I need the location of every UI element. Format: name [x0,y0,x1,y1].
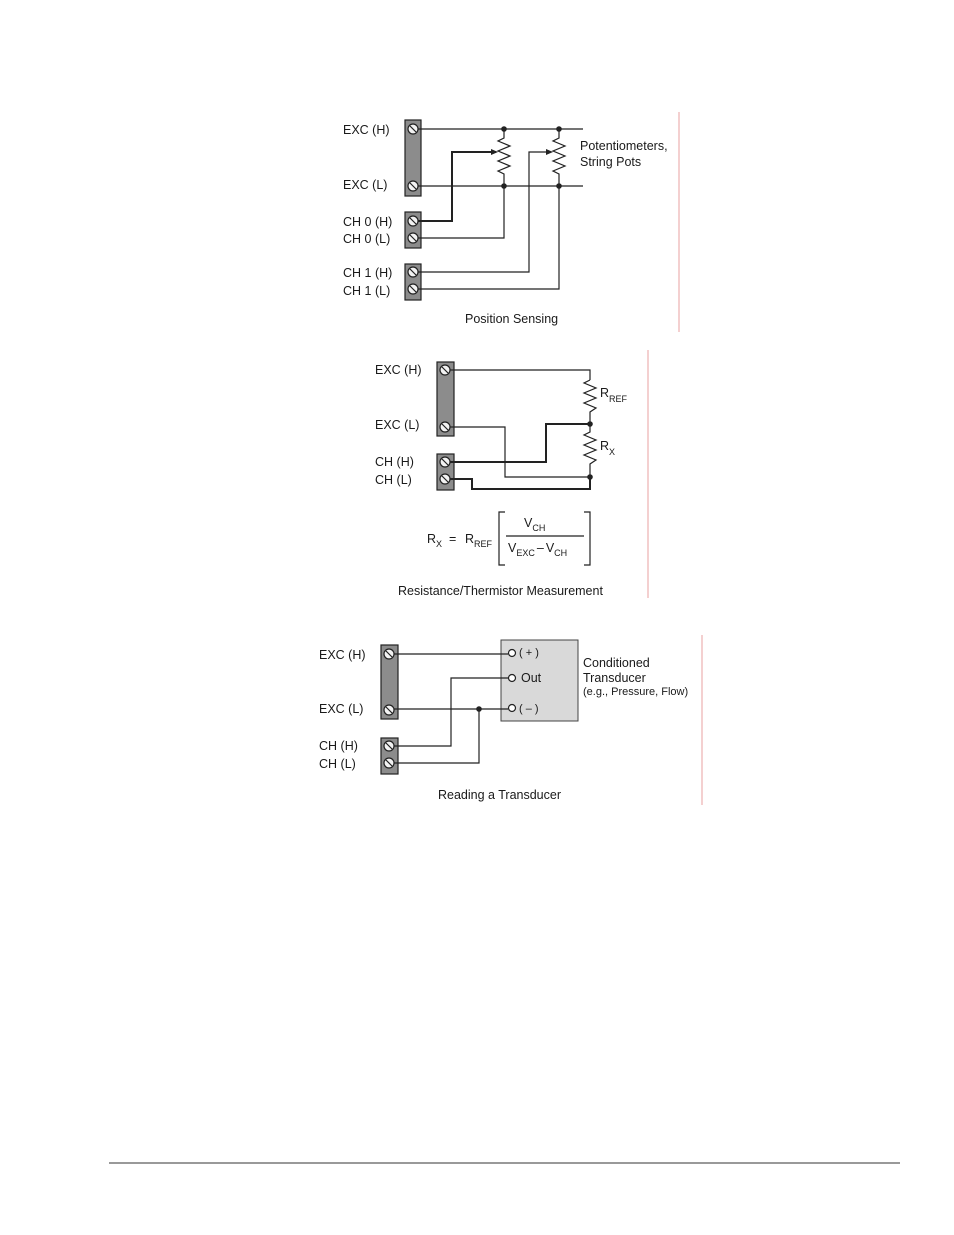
caption: Position Sensing [465,312,558,326]
rref-resistor [582,379,598,424]
junction-dot [556,126,562,132]
transducer-diagram: EXC (H) EXC (L) CH (H) CH (L) ( + ) Out … [319,635,703,805]
exc-h-label: EXC (H) [343,123,390,137]
svg-text:VCH: VCH [524,516,545,533]
rref-label: RREF [600,386,628,404]
exc-l-wire [450,426,590,478]
ch1-l-label: CH 1 (L) [343,284,390,298]
ch0-l-label: CH 0 (L) [343,232,390,246]
ch1-l-wire [418,186,560,290]
rx-resistor [582,424,598,477]
pin-plus-label: ( + ) [519,647,539,659]
screw-terminal-icon [383,757,395,769]
ch0-l-wire [418,186,505,239]
screw-terminal-icon [407,283,419,295]
exc-h-wire [450,369,591,380]
screw-terminal-icon [383,704,395,716]
svg-text:VEXC–VCH: VEXC–VCH [508,541,567,558]
exc-l-label: EXC (L) [319,702,363,716]
string-pots-label: String Pots [580,155,641,169]
pin-minus-label: ( – ) [519,703,539,715]
ch-l-label: CH (L) [375,473,412,487]
screw-terminal-icon [439,456,451,468]
ch-h-label: CH (H) [375,455,414,469]
pin-minus-icon [507,703,517,713]
rx-formula: RX = RREF VCH VEXC–VCH [427,511,591,566]
screw-terminal-icon [383,740,395,752]
ch-l-wire [450,477,591,490]
screw-terminal-icon [439,473,451,485]
ch-h-wire [394,677,508,747]
potentiometer-1-resistor [496,129,512,186]
svg-text:=: = [449,532,456,546]
rx-label: RX [600,439,615,457]
junction-dot [476,706,482,712]
ch1-h-label: CH 1 (H) [343,266,392,280]
exc-h-label: EXC (H) [319,648,366,662]
ch1-h-wiper-wire [418,151,551,273]
junction-dot [501,126,507,132]
transducer-title-line3: (e.g., Pressure, Flow) [583,686,688,698]
screw-terminal-icon [439,364,451,376]
exc-l-label: EXC (L) [375,418,419,432]
pin-out-label: Out [521,671,542,685]
ch0-h-wiper-wire [418,151,496,222]
ch-h-wire [450,423,590,463]
wiper-arrow-icon [491,149,498,155]
screw-terminal-icon [407,215,419,227]
pin-plus-icon [507,648,517,658]
left-bracket [498,511,505,566]
svg-text:RX: RX [427,532,442,549]
screw-terminal-icon [407,180,419,192]
exc-terminal-block [380,644,399,720]
exc-terminal-block [404,119,422,197]
ch-l-label: CH (L) [319,757,356,771]
screw-terminal-icon [407,266,419,278]
caption: Resistance/Thermistor Measurement [398,584,603,598]
wiper-arrow-icon [546,149,553,155]
potentiometers-label: Potentiometers, [580,139,668,153]
caption: Reading a Transducer [438,788,561,802]
transducer-title-line2: Transducer [583,671,646,685]
transducer-title-line1: Conditioned [583,656,650,670]
ch-l-wire [394,709,480,764]
exc-l-label: EXC (L) [343,178,387,192]
screw-terminal-icon [439,421,451,433]
potentiometer-2-resistor [551,129,567,186]
screw-terminal-icon [407,123,419,135]
screw-terminal-icon [407,232,419,244]
position-sensing-diagram: EXC (H) EXC (L) CH 0 (H) CH 0 (L) CH 1 (… [343,112,680,332]
resistance-measurement-diagram: EXC (H) EXC (L) CH (H) CH (L) RREF RX RX… [375,350,649,598]
right-bracket [584,511,591,566]
exc-terminal-block [436,361,455,437]
exc-h-label: EXC (H) [375,363,422,377]
pin-out-icon [507,673,517,683]
ch0-h-label: CH 0 (H) [343,215,392,229]
ch-h-label: CH (H) [319,739,358,753]
screw-terminal-icon [383,648,395,660]
svg-text:RREF: RREF [465,532,493,549]
